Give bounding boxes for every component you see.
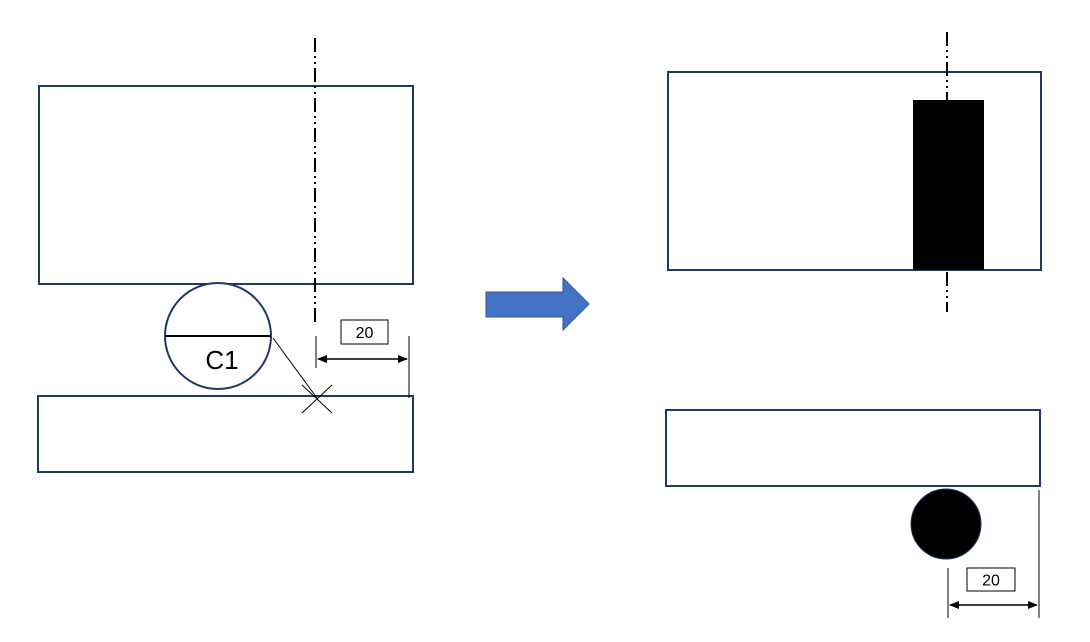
- dimension-box: [340, 319, 389, 345]
- weld-cross-mark: [301, 384, 333, 414]
- transition-arrow: [485, 276, 590, 332]
- dimension-label: 20: [356, 325, 374, 342]
- callout-label: C1: [205, 345, 238, 375]
- upper-plate: [667, 71, 1042, 271]
- lower-plate: [665, 409, 1041, 487]
- dimension-after: 20: [947, 490, 1040, 618]
- dimension-box: [966, 567, 1016, 592]
- dimension-label: 20: [982, 573, 1000, 590]
- weld-spot: [910, 488, 982, 560]
- callout-leader-line: [272, 337, 318, 399]
- upper-plate: [38, 85, 414, 285]
- lower-plate: [37, 395, 414, 473]
- weld-bead: [913, 100, 984, 270]
- dimension-before: 20: [315, 319, 410, 398]
- before-view: C1 20: [37, 38, 414, 473]
- after-view: 20: [665, 32, 1042, 618]
- weld-callout: C1: [164, 282, 272, 390]
